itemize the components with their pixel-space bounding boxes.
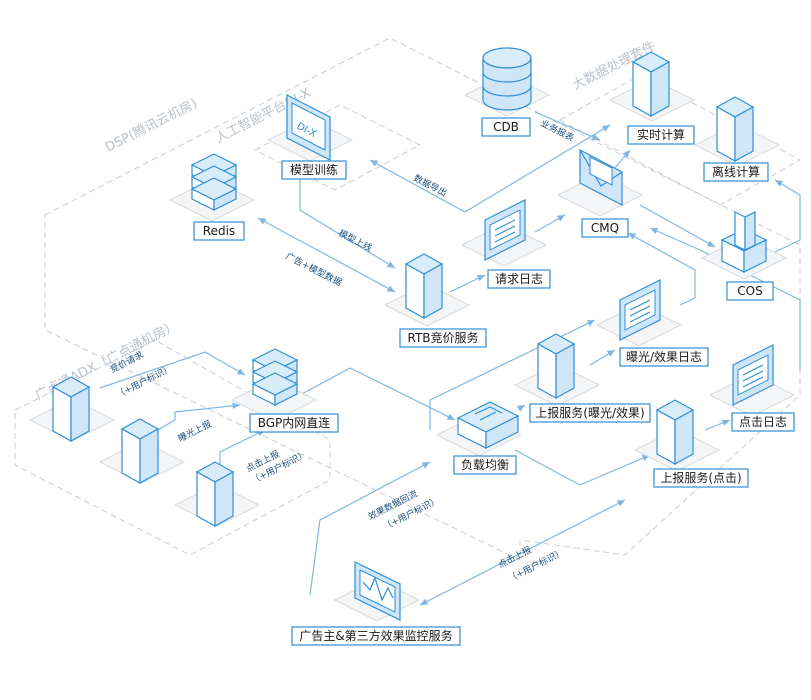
- node-rtb[interactable]: RTB竞价服务: [384, 253, 487, 348]
- edge-advertiser-reportclick: [419, 499, 626, 606]
- node-advertiser-label: 广告主&第三方效果监控服务: [299, 628, 452, 643]
- node-lb[interactable]: 负载均衡: [436, 401, 522, 475]
- node-reqlog-label: 请求日志: [495, 272, 543, 286]
- node-model[interactable]: DI-X 模型训练: [267, 94, 353, 180]
- node-bgp[interactable]: BGP内网直连: [231, 348, 339, 433]
- node-report-click[interactable]: 上报服务(点击): [634, 399, 749, 488]
- adx-zone-boundary: [14, 339, 331, 556]
- node-reqlog[interactable]: 请求日志: [461, 199, 551, 289]
- edge-reqlog-model: [369, 159, 466, 213]
- dsp-zone-label: DSP(腾讯云机房): [103, 95, 200, 155]
- edge-label-data-export: 数据导出: [412, 172, 450, 199]
- edge-cmq-realtime: [614, 149, 631, 169]
- server-icon: [537, 333, 575, 399]
- edge-rtb-reqlog: [449, 274, 486, 293]
- node-adx-server-2[interactable]: [99, 418, 185, 484]
- node-cdb-label: CDB: [493, 120, 519, 134]
- node-cos[interactable]: COS: [701, 211, 787, 301]
- edge-lb-reportclick: [514, 449, 651, 486]
- edge-cos-offline: [772, 179, 801, 254]
- network-stack-icon: [252, 348, 298, 406]
- edge-reportexp-explog: [589, 349, 616, 366]
- node-adx-server-3[interactable]: [174, 461, 260, 527]
- node-offline[interactable]: 离线计算: [694, 96, 780, 182]
- node-cmq-label: CMQ: [591, 221, 619, 235]
- edge-model-rtb: [299, 172, 396, 269]
- node-cdb[interactable]: CDB: [464, 47, 550, 137]
- edge-label-model-online: 模型上线: [337, 227, 375, 254]
- server-icon: [716, 96, 754, 162]
- server-icon: [121, 418, 159, 484]
- edge-label-ad-model-data: 广告+模型数据: [284, 250, 344, 289]
- edge-explog-cmq: [627, 232, 696, 306]
- server-icon: [632, 51, 670, 117]
- node-report-exp-label: 上报服务(曝光/效果): [535, 405, 644, 420]
- redis-stack-icon: [191, 153, 237, 211]
- bigdata-zone-boundary: [558, 74, 802, 206]
- edge-label-exp-report: 曝光上报: [176, 418, 214, 445]
- edge-advertiser-lb: [309, 461, 431, 596]
- node-report-click-label: 上报服务(点击): [660, 470, 741, 485]
- node-advertiser[interactable]: 广告主&第三方效果监控服务: [291, 561, 461, 646]
- dix-monitor-icon: DI-X: [286, 94, 331, 161]
- edge-reportclick-clicklog: [704, 419, 731, 431]
- node-clicklog-label: 点击日志: [739, 415, 787, 429]
- node-explog-label: 曝光/效果日志: [626, 349, 702, 364]
- node-offline-label: 离线计算: [712, 164, 760, 179]
- edge-redis-rtb: [257, 217, 396, 293]
- server-icon: [656, 399, 694, 465]
- edge-reqlog-realtime: [464, 124, 611, 213]
- node-bgp-label: BGP内网直连: [258, 415, 331, 430]
- mail-icon: [579, 149, 623, 206]
- node-clicklog[interactable]: 点击日志: [709, 344, 795, 432]
- edge-bgp-lb: [299, 367, 456, 421]
- edge-cmq-cos: [639, 204, 716, 248]
- node-cos-label: COS: [737, 284, 762, 298]
- building-icon: [720, 211, 768, 273]
- edge-lb-reportexp: [516, 404, 526, 412]
- monitoring-chart-icon: [354, 561, 401, 621]
- node-realtime-label: 实时计算: [637, 127, 685, 142]
- edge-adx1-bgp: [99, 351, 246, 389]
- server-icon: [196, 461, 234, 527]
- dsp-zone-boundary: [44, 37, 801, 561]
- node-explog[interactable]: 曝光/效果日志: [596, 279, 709, 367]
- server-icon: [405, 253, 443, 319]
- server-icon: [52, 376, 90, 442]
- database-icon: [482, 47, 532, 111]
- node-redis-label: Redis: [203, 224, 235, 238]
- node-model-label: 模型训练: [290, 162, 338, 177]
- node-report-exp[interactable]: 上报服务(曝光/效果): [514, 333, 651, 423]
- node-cmq[interactable]: CMQ: [557, 149, 643, 238]
- node-redis[interactable]: Redis: [169, 153, 255, 241]
- edge-reqlog-cmq: [534, 214, 566, 233]
- edge-adx3-bgp: [219, 429, 266, 470]
- node-realtime[interactable]: 实时计算: [609, 51, 695, 145]
- load-balancer-icon: [456, 401, 520, 449]
- node-lb-label: 负载均衡: [461, 458, 509, 472]
- node-rtb-label: RTB竞价服务: [407, 330, 478, 345]
- edge-cdb-realtime: [534, 111, 601, 141]
